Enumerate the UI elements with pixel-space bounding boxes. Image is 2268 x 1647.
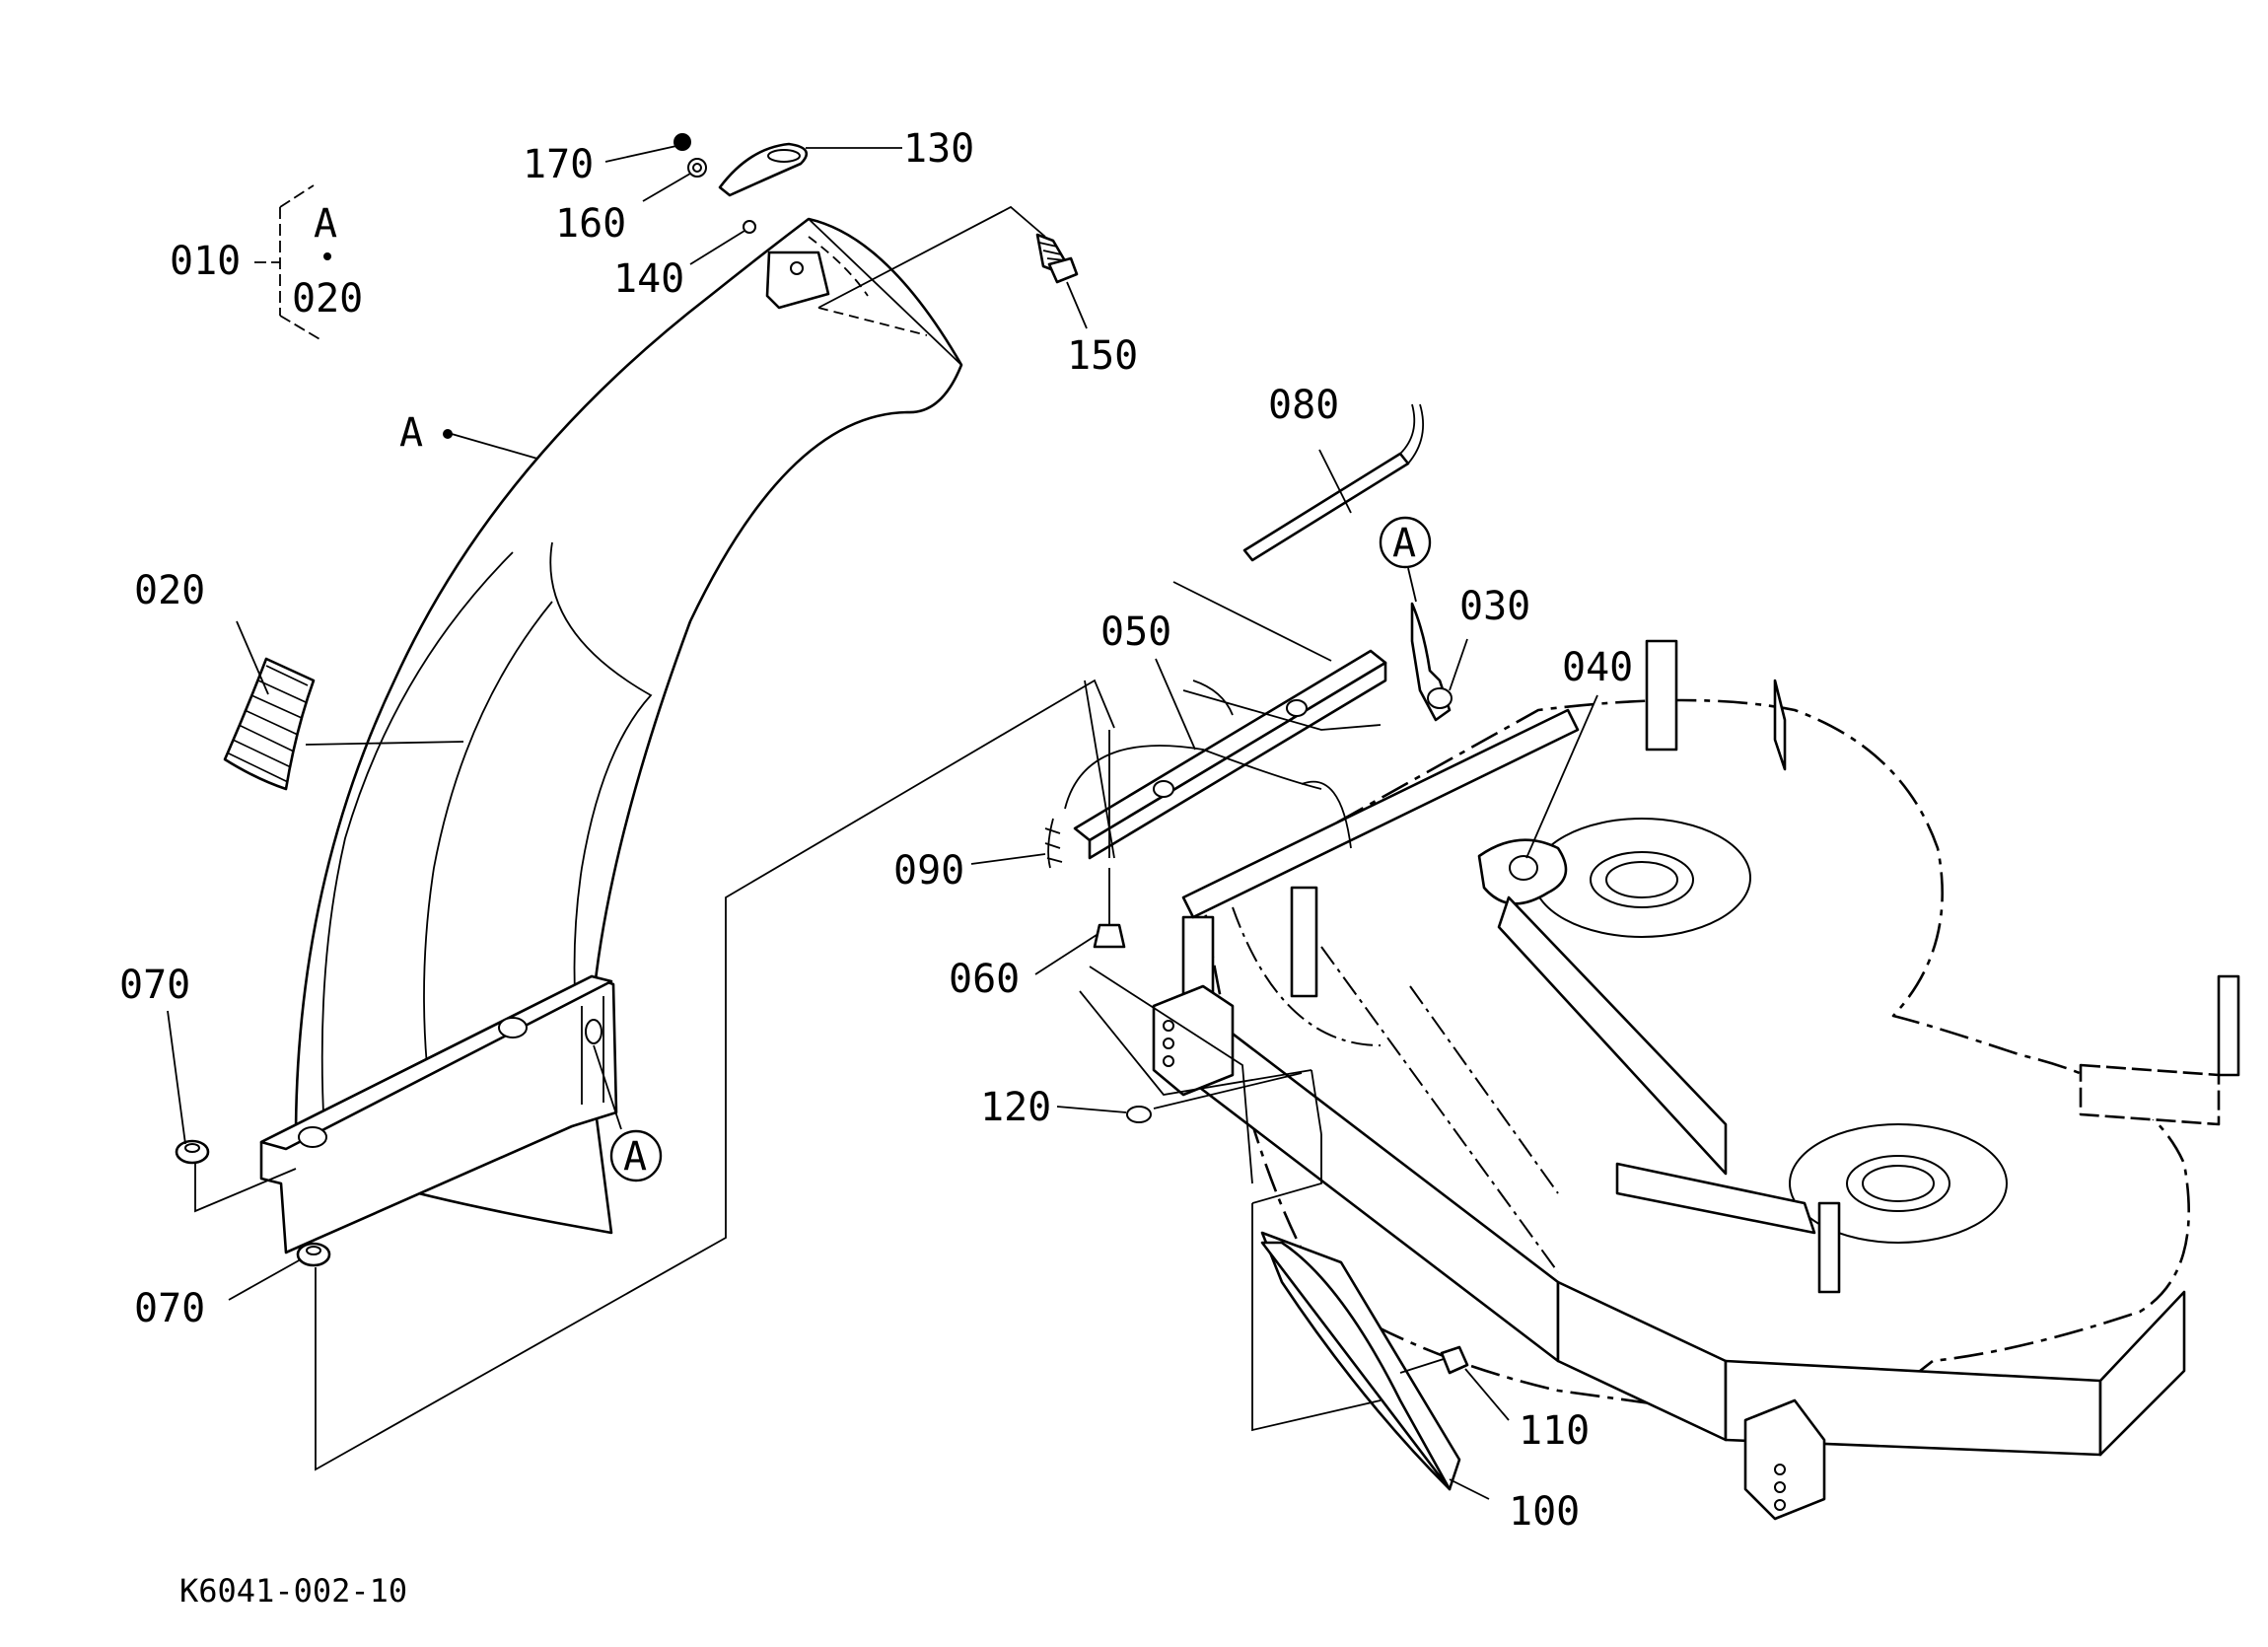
callout-100: 100: [1509, 1489, 1580, 1535]
callout-040: 040: [1562, 645, 1633, 690]
callout-070-lower: 070: [134, 1286, 205, 1331]
svg-text:A: A: [623, 1134, 647, 1180]
nut-070-lower: [296, 1242, 331, 1267]
callout-150: 150: [1067, 333, 1138, 379]
ref-marker-a-bracket: A: [593, 1044, 663, 1182]
callout-labels: 170 160 130 140 150 020 070 070 080 030 …: [119, 126, 1633, 1535]
callout-leaders: [167, 449, 1598, 1500]
callout-140: 140: [613, 256, 684, 302]
callout-170: 170: [523, 142, 594, 187]
svg-text:A: A: [399, 410, 423, 456]
callout-110: 110: [1519, 1408, 1590, 1454]
callout-020: 020: [134, 568, 205, 613]
assembly-note-upper: A: [314, 201, 337, 247]
ref-marker-a-deck: A: [1379, 516, 1432, 603]
assembly-note: 010 A 020: [170, 184, 363, 341]
chute-hardware: [604, 133, 1088, 336]
callout-160: 160: [555, 201, 626, 247]
callout-090: 090: [893, 848, 964, 894]
ref-marker-a-chute: A: [399, 410, 538, 460]
routing-lines: [194, 679, 1322, 1471]
assembly-note-lower: 020: [292, 276, 363, 322]
callout-080: 080: [1268, 383, 1339, 428]
callout-050: 050: [1100, 609, 1171, 655]
svg-text:A: A: [1392, 521, 1416, 566]
nut-070-upper: [175, 1139, 210, 1165]
callout-130: 130: [903, 126, 974, 172]
callout-030: 030: [1459, 584, 1530, 629]
mower-deck: [1044, 403, 2240, 1521]
drawing-code: K6041-002-10: [179, 1572, 407, 1610]
discharge-chute: [223, 217, 963, 1254]
callout-120: 120: [980, 1085, 1051, 1130]
callout-010: 010: [170, 239, 241, 284]
callout-060: 060: [949, 957, 1020, 1002]
callout-070-upper: 070: [119, 963, 190, 1008]
